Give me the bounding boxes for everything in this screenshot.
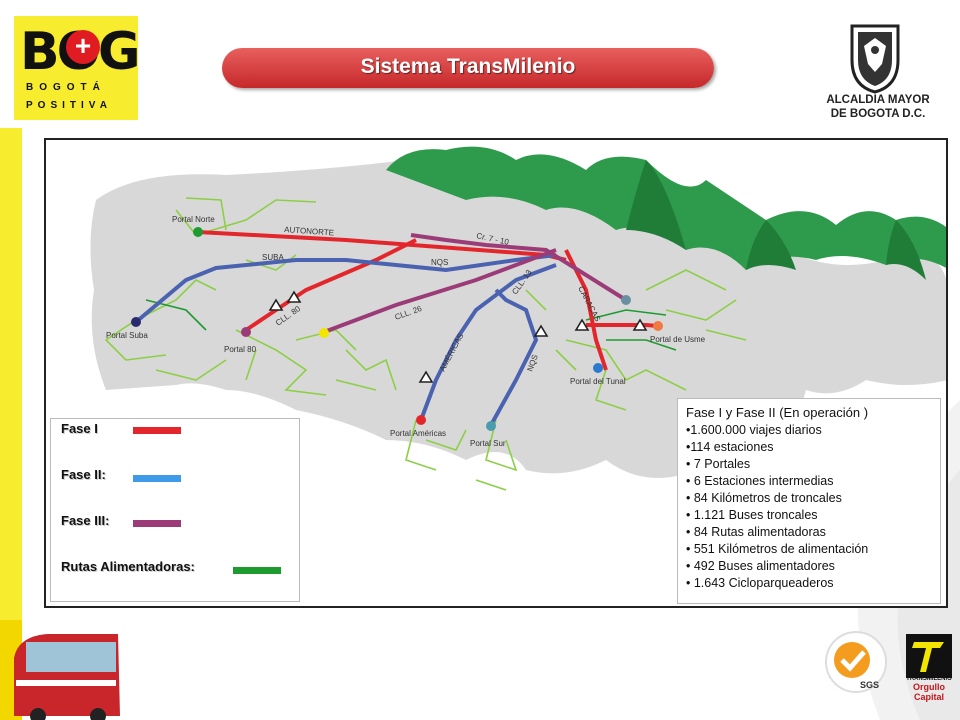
logo-line-positiva: POSITIVA bbox=[26, 100, 112, 111]
stat-item: • 84 Kilómetros de troncales bbox=[686, 491, 842, 505]
label-portal-suba: Portal Suba bbox=[106, 331, 148, 340]
alcaldia-logo: ALCALDIA MAYOR DE BOGOTA D.C. bbox=[800, 20, 950, 124]
transmilenio-bus-icon bbox=[14, 634, 120, 720]
label-portal-americas: Portal Américas bbox=[390, 429, 446, 438]
fase3-routes bbox=[323, 233, 628, 334]
sgs-text: SGS bbox=[860, 680, 879, 690]
legend-fase1-label: Fase I bbox=[61, 421, 98, 436]
stat-item: • 84 Rutas alimentadoras bbox=[686, 525, 826, 539]
legend-fase2-label: Fase II: bbox=[61, 467, 106, 482]
stat-item: • 1.121 Buses troncales bbox=[686, 508, 818, 522]
portal-americas-marker bbox=[416, 415, 426, 425]
legend-panel: Fase I Fase II: Fase III: Rutas Alimenta… bbox=[50, 418, 300, 602]
stats-title: Fase I y Fase II (En operación ) bbox=[686, 405, 869, 420]
portal-80-marker bbox=[241, 327, 251, 337]
label-portal-80: Portal 80 bbox=[224, 345, 257, 354]
portal-tunal-marker bbox=[593, 363, 603, 373]
label-portal-tunal: Portal del Tunal bbox=[570, 377, 626, 386]
legend-alimentadoras-label: Rutas Alimentadoras: bbox=[61, 559, 195, 574]
calle26-marker bbox=[319, 328, 329, 338]
transmilenio-t-icon bbox=[906, 634, 952, 678]
tm-slogan-line2: Capital bbox=[913, 692, 944, 702]
stat-item: • 6 Estaciones intermedias bbox=[686, 474, 834, 488]
label-nqs-top: NQS bbox=[431, 258, 448, 267]
transmilenio-logo: TRANSMILENIO Orgullo Capital bbox=[900, 630, 958, 710]
logo-plus: + bbox=[66, 30, 100, 64]
portal-usme-marker bbox=[653, 321, 663, 331]
logo-line-bogota: BOGOTÁ bbox=[26, 82, 106, 93]
stats-panel: Fase I y Fase II (En operación ) •1.600.… bbox=[677, 398, 941, 604]
page-title: Sistema TransMilenio bbox=[360, 55, 576, 78]
label-autonorte: AUTONORTE bbox=[284, 225, 334, 237]
alcaldia-line1: ALCALDIA MAYOR bbox=[826, 94, 930, 106]
fase2-routes bbox=[134, 253, 557, 426]
yellow-side-strip bbox=[0, 128, 22, 720]
legend-fase1-swatch bbox=[133, 427, 181, 434]
label-portal-usme: Portal de Usme bbox=[650, 335, 706, 344]
stat-item: • 551 Kilómetros de alimentación bbox=[686, 542, 869, 556]
stat-item: • 492 Buses alimentadores bbox=[686, 559, 835, 573]
label-suba: SUBA bbox=[262, 253, 284, 262]
title-banner: Sistema TransMilenio bbox=[222, 48, 714, 88]
tm-brand: TRANSMILENIO bbox=[906, 676, 952, 682]
portal-suba-marker bbox=[131, 317, 141, 327]
legend-fase3-swatch bbox=[133, 520, 181, 527]
sgs-certification-icon: SGS bbox=[825, 631, 887, 693]
stat-item: •114 estaciones bbox=[686, 440, 774, 454]
legend-alimentadoras-swatch bbox=[233, 567, 281, 574]
tm-slogan-line1: Orgullo bbox=[913, 682, 945, 692]
legend-fase3-label: Fase III: bbox=[61, 513, 110, 528]
label-portal-sur: Portal Sur bbox=[470, 439, 506, 448]
stat-item: • 1.643 Cicloparqueaderos bbox=[686, 576, 834, 590]
legend-fase2-swatch bbox=[133, 475, 181, 482]
feeder-routes bbox=[104, 197, 747, 491]
portal-norte-marker bbox=[193, 227, 203, 237]
bogota-positiva-logo: BOG + BOGOTÁ POSITIVA bbox=[14, 16, 141, 120]
intermediate-stations bbox=[268, 290, 648, 383]
stat-item: • 7 Portales bbox=[686, 457, 751, 471]
stat-item: •1.600.000 viajes diarios bbox=[686, 423, 822, 437]
alcaldia-line2: DE BOGOTA D.C. bbox=[830, 108, 926, 120]
portal-sur-marker bbox=[486, 421, 496, 431]
coat-of-arms-icon bbox=[850, 24, 900, 94]
caracas-marker bbox=[621, 295, 631, 305]
label-portal-norte: Portal Norte bbox=[172, 215, 215, 224]
